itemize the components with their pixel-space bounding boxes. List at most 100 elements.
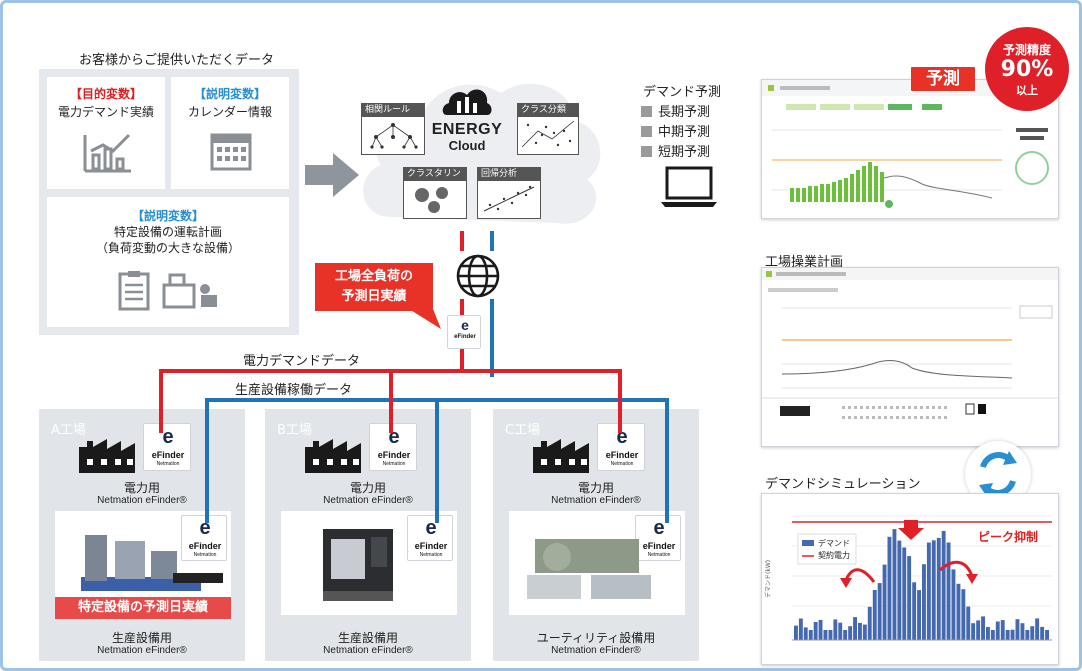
objective-tag: 【目的変数】: [69, 87, 142, 101]
demand-bar: [838, 622, 843, 640]
forecast-bar: [820, 184, 824, 202]
efinder-gateway: e eFinder: [447, 315, 481, 349]
calendar-cell: [878, 406, 881, 409]
efinder-sub: Netmation: [419, 552, 443, 558]
power-data-uplink: [460, 231, 464, 251]
tree-icon: [370, 123, 418, 149]
calendar-cell: [878, 416, 881, 419]
efinder-e-icon: e: [162, 426, 174, 448]
energy-cloud-title: ENERGY: [431, 121, 503, 138]
factory-plan-title: 工場操業計画: [765, 255, 844, 270]
demand-bar: [917, 590, 921, 640]
calendar-cell: [914, 416, 917, 419]
demand-bar: [1035, 618, 1040, 640]
demand-bar: [813, 622, 818, 640]
power-drop-4: [618, 373, 622, 433]
machine-tool-image-a: [81, 535, 223, 591]
efinder-name: eFinder: [454, 334, 476, 340]
demand-bar: [986, 627, 990, 640]
calendar-cell: [926, 406, 929, 409]
demand-bar: [931, 540, 936, 640]
efinder-name: eFinder: [151, 450, 185, 460]
forecast-bar: [802, 188, 806, 202]
chiller-image: [527, 539, 651, 599]
demand-bar: [892, 529, 897, 640]
accuracy-value: 90%: [1000, 57, 1054, 82]
factory-name: A工場: [51, 423, 86, 438]
forecast-item-label: 長期予測: [658, 105, 711, 120]
demand-bar: [1010, 629, 1015, 640]
explanatory-calendar-card: 【説明変数】 カレンダー情報: [171, 77, 289, 189]
demand-bar: [794, 625, 798, 640]
efinder-sub: Netmation: [156, 461, 180, 467]
forecast-bar: [808, 186, 812, 202]
demand-bar: [1015, 619, 1020, 640]
meter-product: Netmation eFinder®: [97, 495, 187, 506]
curve-arrow-right: [939, 560, 974, 577]
efinder-name: eFinder: [377, 450, 411, 460]
calendar-cell: [884, 406, 887, 409]
clipboard-icon: [118, 271, 150, 311]
legend-demand: デマンド: [818, 539, 850, 548]
efinder-e-icon: e: [461, 317, 469, 333]
demand-bar: [1005, 630, 1010, 640]
globe-icon: [456, 254, 500, 298]
forecast-screen: [761, 79, 1059, 219]
meter-label: 電力用: [577, 481, 614, 495]
efinder-sub: Netmation: [647, 552, 671, 558]
efinder-e-icon: e: [388, 426, 400, 448]
module-clustering: クラスタリング: [403, 167, 467, 219]
energy-cloud-subtitle: Cloud: [448, 138, 486, 153]
calendar-cell: [932, 406, 935, 409]
calendar-cell: [896, 406, 899, 409]
forecast-item-label: 中期予測: [658, 125, 711, 140]
accuracy-suffix: 以上: [1016, 84, 1038, 97]
accuracy-badge: 予測精度 90% 以上: [985, 27, 1069, 111]
callout-pointer: [409, 309, 441, 329]
module-label: 相関ルール: [362, 104, 424, 117]
calendar-cell: [842, 416, 845, 419]
down-arrow-icon: [898, 520, 924, 540]
calendar-cell: [938, 416, 941, 419]
demand-bar: [1020, 623, 1025, 640]
factory-name: C工場: [505, 423, 541, 438]
efinder-sub: Netmation: [610, 461, 634, 467]
explanatory-label-1: カレンダー情報: [187, 105, 272, 119]
forecast-bar: [838, 180, 842, 202]
meter-label: 電力用: [123, 481, 160, 495]
demand-bar: [862, 624, 867, 640]
equipment-label: 生産設備用: [337, 631, 398, 645]
calendar-cell: [908, 416, 911, 419]
equipment-callout: 特定設備の予測日実績: [55, 597, 231, 619]
calendar-cell: [902, 406, 905, 409]
factory-plan-screen: [761, 267, 1059, 447]
calendar-cell: [896, 416, 899, 419]
demand-bar: [848, 626, 853, 640]
explanatory-equipment-card: 【説明変数】 特定設備の運転計画 （負荷変動の大きな設備）: [47, 197, 289, 327]
forecast-item-label: 短期予測: [658, 145, 711, 160]
power-data-link-2: [460, 349, 464, 369]
calendar-cell: [914, 406, 917, 409]
efinder-e-icon: e: [616, 426, 628, 448]
module-classification: クラス分類: [517, 103, 579, 155]
production-data-bus: [205, 398, 669, 402]
demand-bar: [966, 606, 971, 640]
demand-forecast-title: デマンド予測: [643, 85, 722, 100]
demand-bar: [1030, 626, 1035, 640]
efinder-e-icon: e: [199, 517, 211, 539]
factory-name: B工場: [277, 423, 312, 438]
production-data-link-1: [490, 299, 494, 377]
efinder-name: eFinder: [642, 541, 676, 551]
demand-bar: [926, 542, 931, 640]
demand-bar: [946, 542, 951, 640]
module-label: クラスタリング: [404, 168, 466, 192]
demand-bar: [976, 620, 981, 640]
right-arrow-icon: [305, 153, 359, 197]
forecast-bar: [862, 166, 866, 202]
forecast-item-short: 短期予測: [641, 141, 710, 160]
forecast-bar: [844, 178, 848, 202]
explanatory-tag-1: 【説明変数】: [193, 87, 266, 101]
calendar-cell: [932, 416, 935, 419]
peak-suppression-label: ピーク抑制: [978, 530, 1039, 544]
